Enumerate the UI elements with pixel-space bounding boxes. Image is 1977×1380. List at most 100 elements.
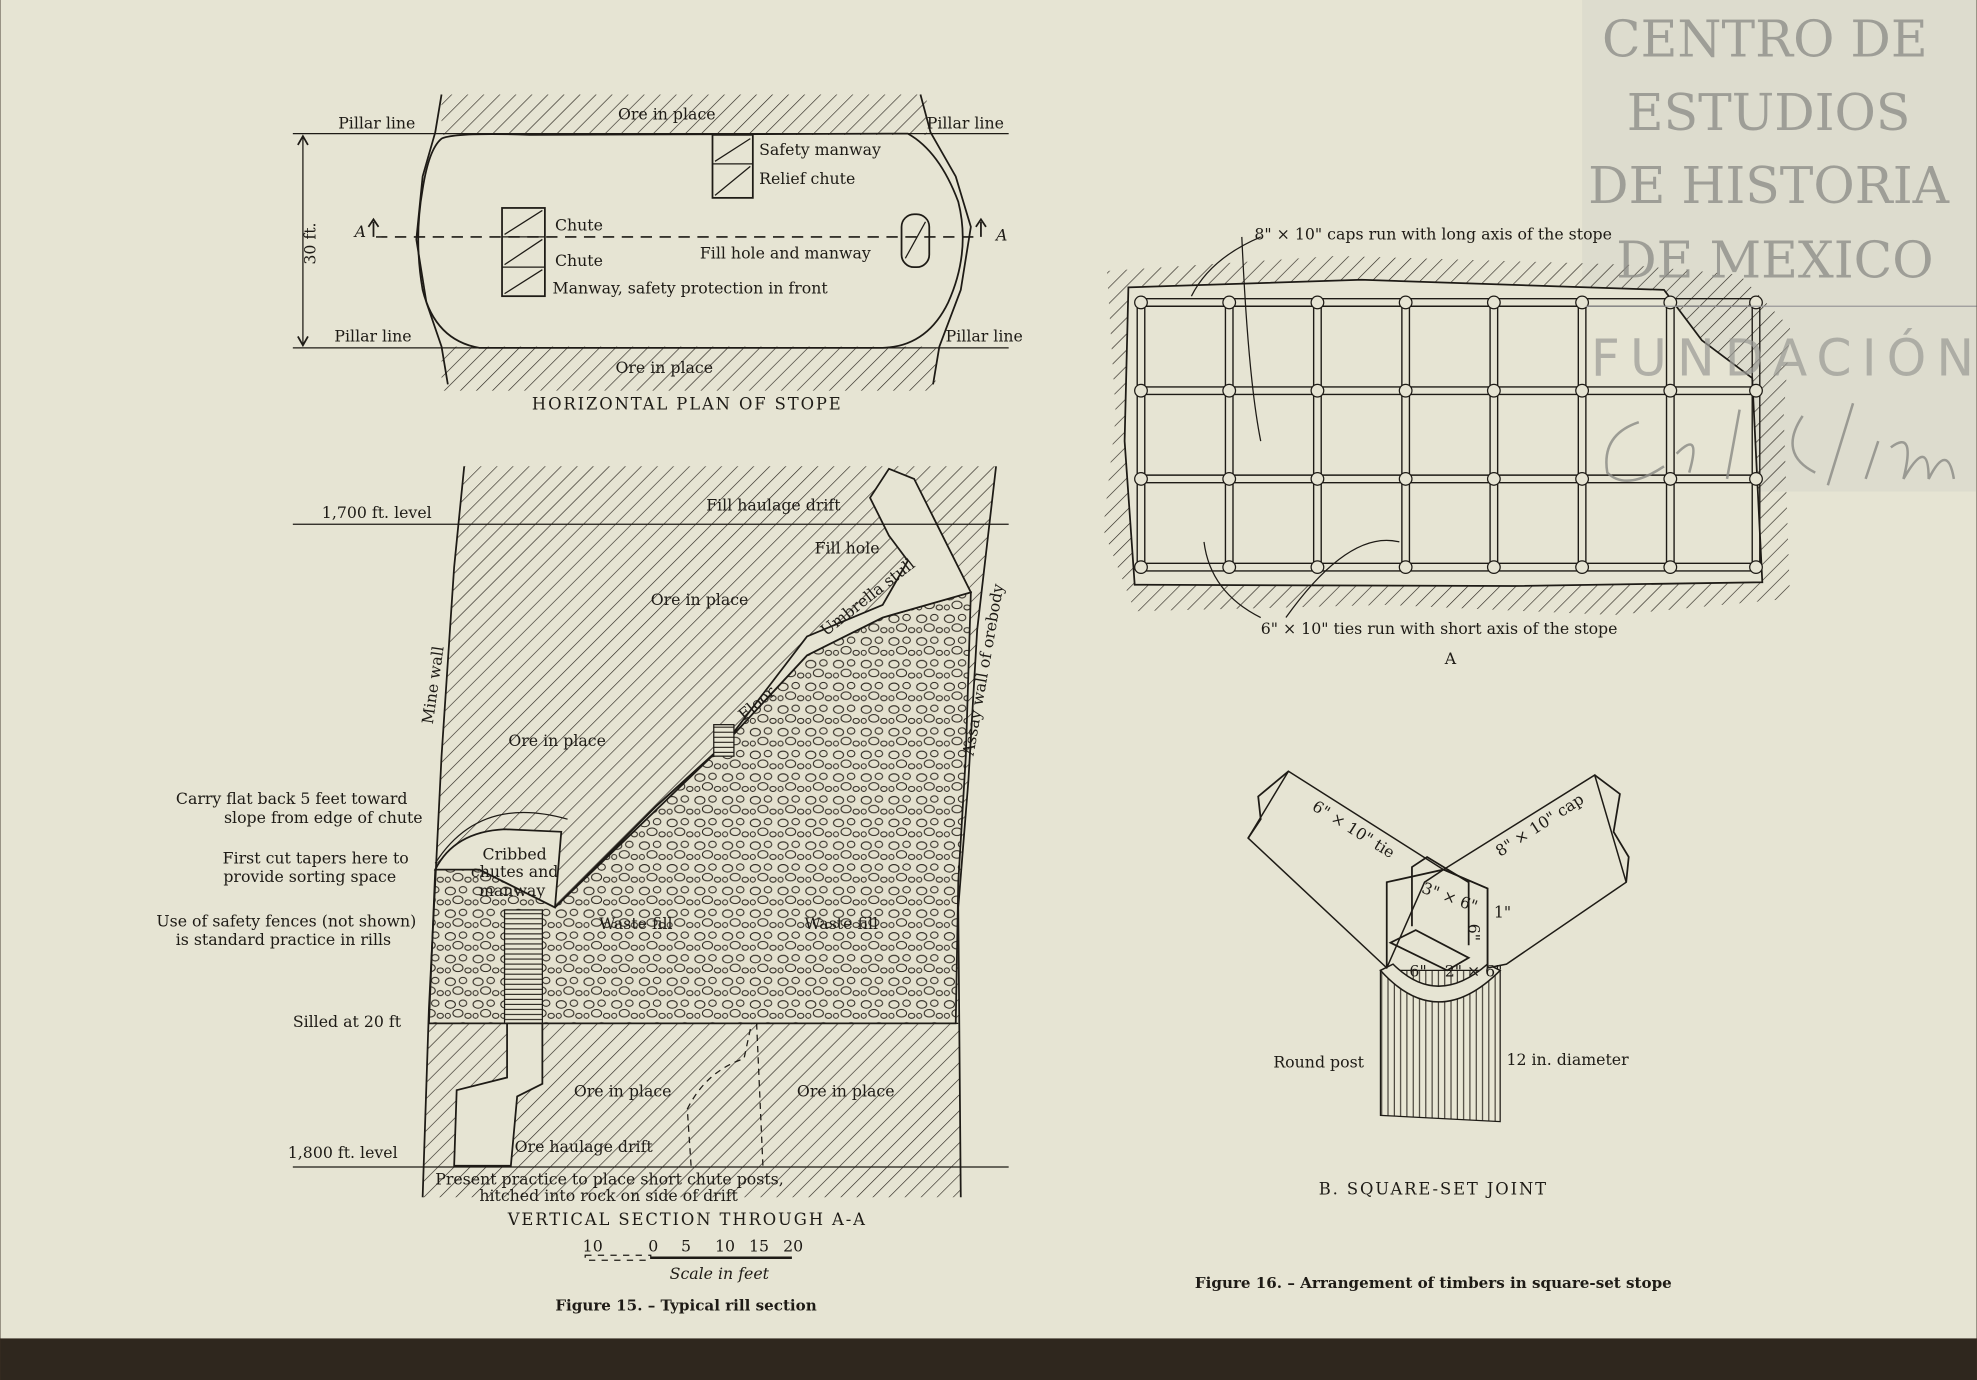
label: Fill hole [815,538,880,557]
label: Manway, safety protection in front [552,279,828,298]
post [1398,383,1413,398]
post [1222,383,1237,398]
svg-text:FUNDACIÓN: FUNDACIÓN [1591,329,1977,388]
label: Chute [555,216,603,235]
label: Pillar line [334,327,411,346]
post [1222,560,1237,575]
post [1310,295,1325,310]
label: Ore in place [797,1081,895,1100]
label: Waste fill [805,914,879,933]
post [1575,295,1590,310]
annotation: provide sorting space [223,867,396,886]
joint-title: B. SQUARE-SET JOINT [1319,1180,1548,1199]
annotation: Carry flat back 5 feet toward [176,789,408,808]
post [1486,383,1501,398]
label: 1" [1494,902,1511,921]
label: Pillar line [927,114,1004,133]
annotation: First cut tapers here to [223,848,409,867]
post [1222,471,1237,486]
annotation: is standard practice in rills [176,930,391,949]
label: chutes and [471,862,558,881]
post [1398,471,1413,486]
label: Ore in place [618,105,716,124]
post [1134,471,1148,486]
post [1398,560,1413,575]
label: A [994,226,1007,245]
annotation: 6" × 10" ties run with short axis of the… [1261,619,1618,638]
annotation: hitched into rock on side of drift [479,1186,738,1205]
svg-text:5: 5 [681,1236,691,1255]
post [1749,471,1763,486]
fill-hole [900,213,931,269]
post [1575,560,1590,575]
post [1749,383,1763,398]
annotation: Use of safety fences (not shown) [156,911,416,930]
post [1663,471,1678,486]
post [1134,560,1148,575]
timber-grid [1134,295,1763,575]
post [1310,560,1325,575]
svg-text:CENTRO DE: CENTRO DE [1602,10,1928,69]
label: Ore in place [615,358,713,377]
label: Ore in place [651,590,749,609]
svg-text:0: 0 [648,1236,658,1255]
post [1310,471,1325,486]
post [1749,560,1763,575]
label: A [353,222,366,241]
label: 1,700 ft. level [322,503,432,522]
svg-text:15: 15 [749,1236,769,1255]
svg-text:ESTUDIOS: ESTUDIOS [1627,83,1911,142]
label: 12 in. diameter [1506,1050,1629,1069]
svg-text:DE HISTORIA: DE HISTORIA [1588,156,1949,215]
post [1134,383,1148,398]
svg-text:20: 20 [783,1236,803,1255]
annotation: slope from edge of chute [224,808,423,827]
label: 30 ft. [301,222,320,264]
label: manway [479,881,545,900]
post [1749,295,1763,310]
post [1663,295,1678,310]
post [1486,560,1501,575]
section-title: VERTICAL SECTION THROUGH A-A [507,1210,867,1229]
horizontal-plan-of-stope: Pillar line Pillar line Pillar line Pill… [292,94,1023,414]
svg-text:DE MEXICO: DE MEXICO [1616,230,1933,289]
square-set-plan: 8" × 10" caps run with long axis of the … [1103,224,1791,668]
post [1486,295,1501,310]
figure-16-caption: Figure 16. – Arrangement of timbers in s… [1195,1274,1672,1292]
label: Round post [1273,1052,1364,1071]
label: Safety manway [759,140,881,159]
post [1486,471,1501,486]
label: 1,800 ft. level [288,1143,398,1162]
svg-text:10: 10 [583,1236,603,1255]
label: A [1444,649,1457,668]
plan-title: HORIZONTAL PLAN OF STOPE [532,395,843,414]
post [1663,383,1678,398]
label: Relief chute [759,169,855,188]
label: Silled at 20 ft [293,1012,402,1031]
label: Cribbed [483,845,547,864]
post [1310,383,1325,398]
manway-cribs [711,133,754,199]
label: Pillar line [338,114,415,133]
label: Chute [555,251,603,270]
label: Pillar line [946,327,1023,346]
post [1398,295,1413,310]
post [1575,471,1590,486]
chute-cribs [501,207,546,298]
label: Fill haulage drift [706,495,841,514]
watermark: CENTRO DE ESTUDIOS DE HISTORIA DE MEXICO… [1585,10,1977,486]
post [1134,295,1148,310]
post [1663,560,1678,575]
label: Waste fill [599,914,673,933]
annotation: 8" × 10" caps run with long axis of the … [1254,224,1612,243]
label: Ore in place [508,731,606,750]
label: Fill hole and manway [700,243,871,262]
vertical-section: 1,700 ft. level 1,800 ft. level Fill hau… [156,466,1009,1229]
label: Ore in place [574,1081,672,1100]
label: Ore haulage drift [515,1137,654,1156]
annotation: Present practice to place short chute po… [435,1170,784,1189]
label: 6" [1409,962,1426,981]
label: 2" × 6" [1445,962,1503,981]
